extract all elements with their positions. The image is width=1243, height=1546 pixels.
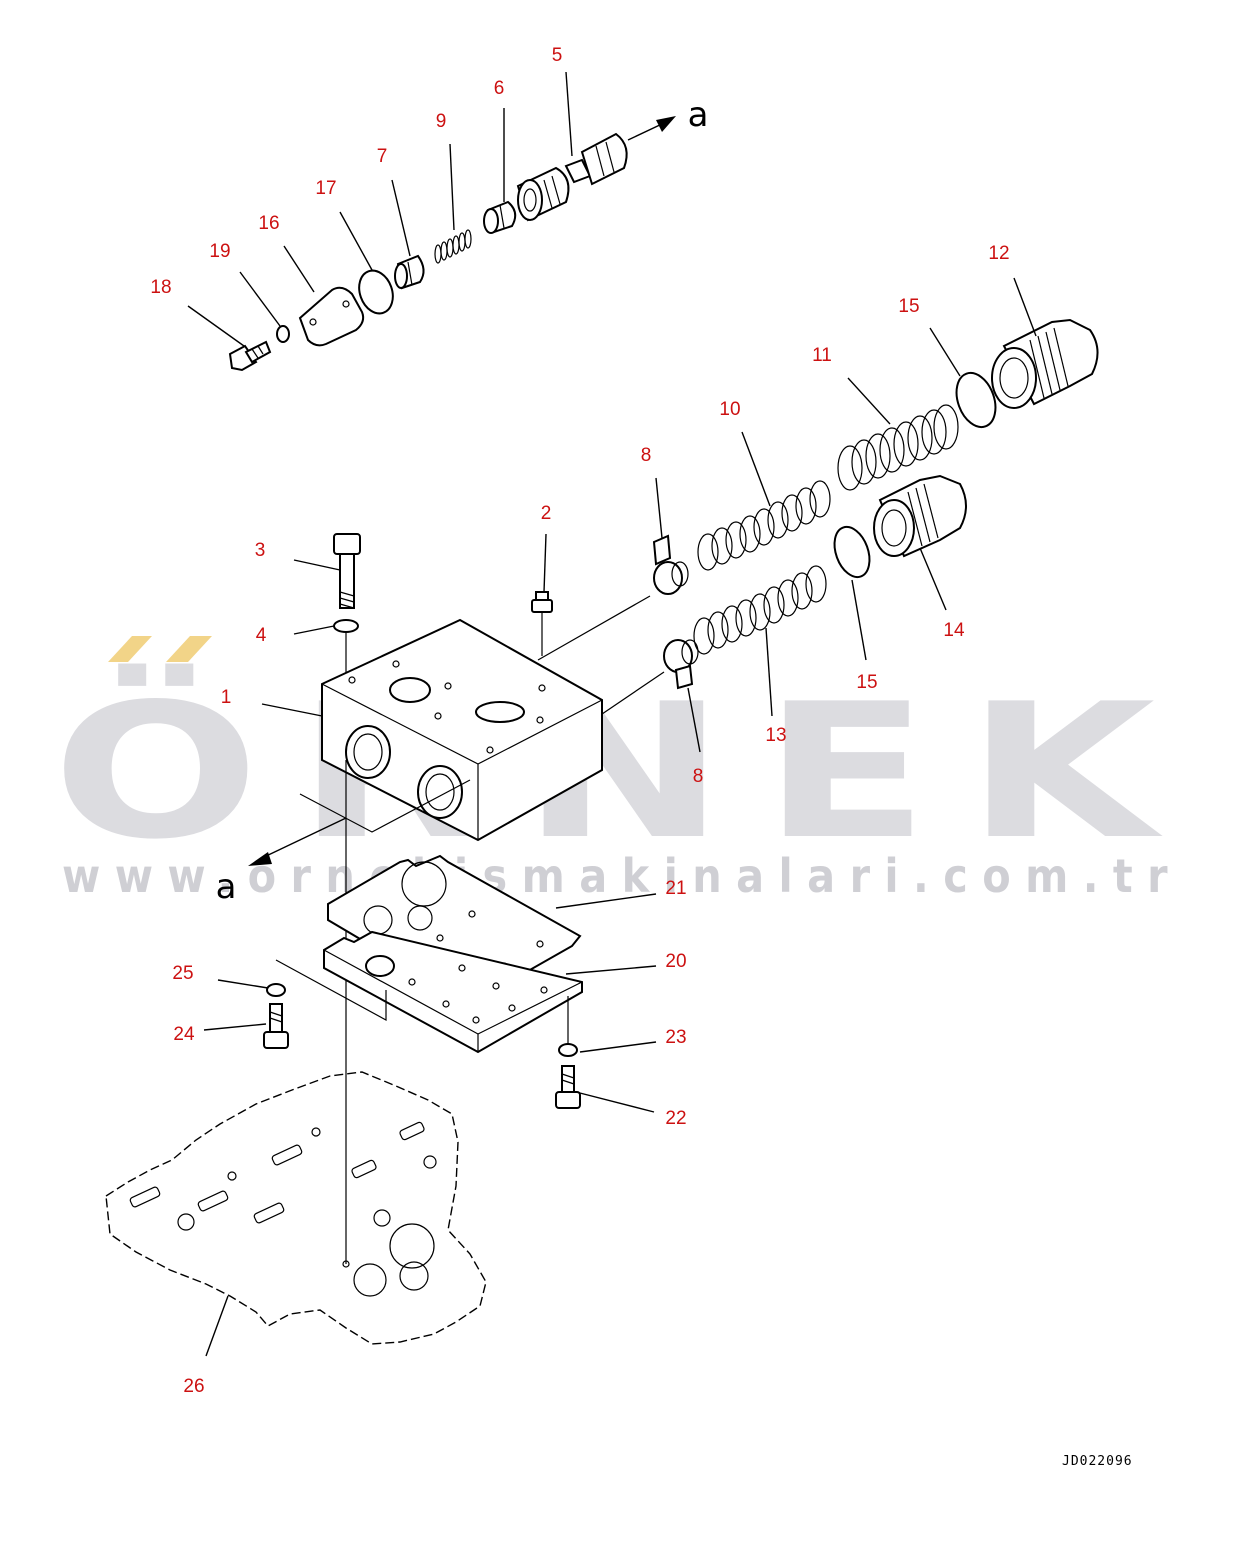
plate-20-ref-line [275,959,387,1022]
bolt-24-shape [263,1003,289,1049]
spool-6-shape [483,200,517,234]
watermark-umlaut-right [166,636,212,662]
bolt-3-shape [333,533,361,609]
watermark-url: www.ornekismakinalari.com.tr [62,849,1182,903]
callout-14: 14 [943,620,965,641]
spool-8-bottom-shape [663,639,699,690]
top-valve-assembly [228,116,676,372]
watermark-brand: ÖRNEK [52,663,1192,880]
view-label-bottom: a [216,867,237,907]
plug-2-shape [531,591,553,613]
base-plate-26-shape [105,1071,487,1345]
callout-5: 5 [552,45,563,66]
view-a-leader-lower [299,779,471,833]
spring-11-shape [837,404,959,491]
callout-3: 3 [255,540,266,561]
callout-7: 7 [377,146,388,167]
view-arrow-top [627,116,676,141]
callout-23: 23 [665,1027,686,1048]
plug-14-shape [873,474,967,558]
leader-lines [187,71,1037,1357]
washer-4-shape [333,619,359,633]
callout-9: 9 [436,111,447,132]
callout-8-bottom: 8 [693,766,704,787]
view-label-top: a [688,95,709,135]
callout-6: 6 [494,78,505,99]
bolt-22-shape [555,1065,581,1109]
o-ring-17-shape [358,269,394,315]
centerline-upper [537,595,651,661]
o-ring-15-top-shape [955,371,997,429]
watermark: ÖRNEK www.ornekismakinalari.com.tr [52,636,1192,903]
drawing-code: JD022096 [1062,1454,1133,1469]
plug-7-shape [394,254,425,290]
washer-25-shape [266,983,286,997]
washer-23-shape [558,1043,578,1057]
callout-18: 18 [150,277,171,298]
plug-12-shape [991,318,1099,409]
bolt-18-shape [228,340,272,372]
callout-15-top: 15 [898,296,919,317]
spring-9-shape [434,229,472,264]
callout-22: 22 [665,1108,686,1129]
callout-2: 2 [541,503,552,524]
cover-16-shape [298,286,365,347]
spring-13-shape [693,565,827,655]
callout-16: 16 [258,213,279,234]
callouts: 1 2 3 4 5 6 7 8 8 9 10 11 12 13 14 15 15… [150,45,1009,1397]
callout-26: 26 [183,1376,204,1397]
callout-13: 13 [765,725,786,746]
o-ring-15-lower-shape [833,525,871,579]
callout-11: 11 [812,345,832,366]
watermark-umlaut-left [108,636,152,662]
spring-10-shape [697,480,831,571]
callout-12: 12 [988,243,1009,264]
callout-1: 1 [221,687,232,708]
callout-10: 10 [719,399,740,420]
valve-5-shape [516,132,628,222]
callout-4: 4 [256,625,267,646]
valve-body-1-shape [321,618,603,842]
callout-25: 25 [172,963,193,984]
callout-19: 19 [209,241,230,262]
callout-21: 21 [665,878,686,899]
spool-8-top-shape [652,534,689,595]
callout-20: 20 [665,951,686,972]
callout-15-lower: 15 [856,672,877,693]
plate-20-shape [323,930,583,1054]
callout-17: 17 [315,178,336,199]
view-arrow-bottom [248,817,347,866]
callout-8-top: 8 [641,445,652,466]
right-valve-assembly [537,318,1099,753]
callout-24: 24 [173,1024,195,1045]
washer-19-shape [276,325,290,343]
